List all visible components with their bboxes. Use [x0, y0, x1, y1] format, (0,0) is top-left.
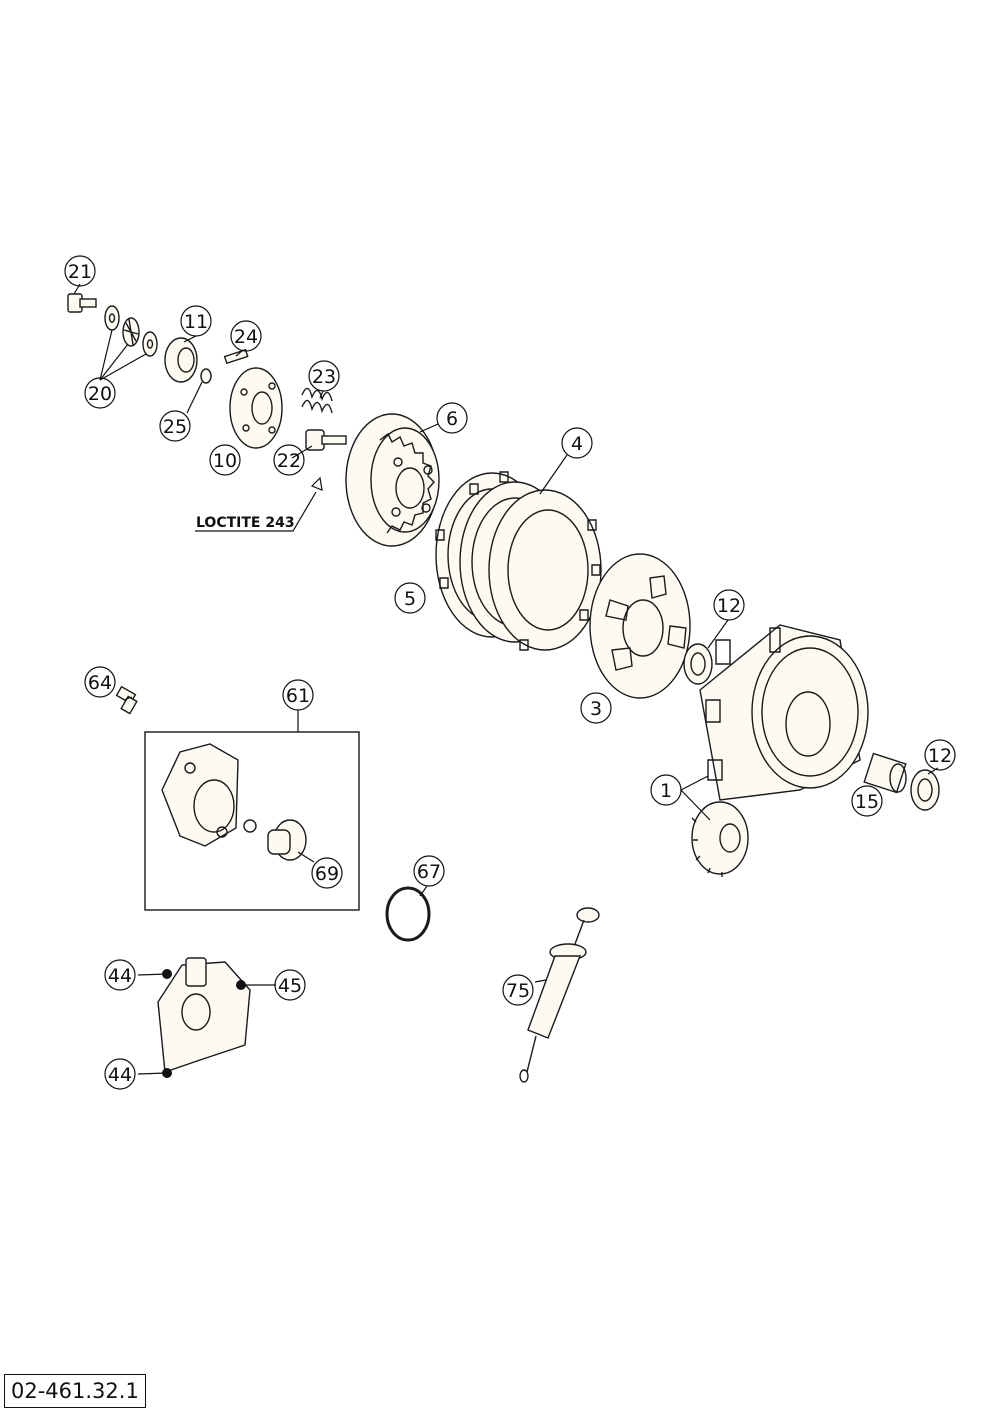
svg-text:1: 1: [660, 780, 672, 802]
part-67-o-ring: [385, 886, 431, 942]
document-number: 02-461.32.1: [4, 1374, 146, 1408]
callout-15: 15: [851, 785, 883, 817]
callout-67: 67: [413, 855, 445, 887]
callout-61: 61: [282, 679, 314, 711]
part-61-slave-cylinder: [144, 731, 360, 911]
svg-text:64: 64: [88, 672, 112, 694]
loctite-note: LOCTITE 243: [196, 515, 295, 531]
part-12-washer-a: [683, 643, 713, 685]
svg-text:6: 6: [446, 408, 458, 430]
part-1-primary-gear: [691, 801, 749, 877]
callout-23: 23: [308, 360, 340, 392]
svg-text:5: 5: [404, 588, 416, 610]
part-22-bolt: [305, 429, 347, 451]
callout-44-upper: 44: [104, 959, 136, 991]
callout-21: 21: [64, 255, 96, 287]
svg-text:25: 25: [163, 416, 187, 438]
part-3-pressure-plate: [589, 553, 691, 699]
svg-text:75: 75: [506, 980, 530, 1002]
callout-24: 24: [230, 320, 262, 352]
callout-45: 45: [274, 969, 306, 1001]
part-1-clutch-basket: [699, 624, 869, 801]
part-15-bushing: [863, 752, 907, 794]
callout-64: 64: [84, 666, 116, 698]
svg-text:24: 24: [234, 326, 258, 348]
svg-text:15: 15: [855, 791, 879, 813]
callout-11: 11: [180, 305, 212, 337]
part-4-5-clutch-plates: [435, 471, 602, 651]
callout-1: 1: [650, 774, 682, 806]
part-10-plate: [229, 367, 283, 449]
svg-text:10: 10: [213, 450, 237, 472]
callout-25: 25: [159, 410, 191, 442]
svg-text:11: 11: [184, 311, 208, 333]
callout-75: 75: [502, 974, 534, 1006]
part-12-washer-b: [910, 769, 940, 811]
svg-text:44: 44: [108, 1064, 132, 1086]
svg-text:22: 22: [277, 450, 301, 472]
svg-text:4: 4: [571, 433, 583, 455]
svg-text:67: 67: [417, 861, 441, 883]
part-24-screw: [223, 348, 249, 365]
svg-text:23: 23: [312, 366, 336, 388]
svg-text:21: 21: [68, 261, 92, 283]
svg-text:12: 12: [717, 595, 741, 617]
svg-text:61: 61: [286, 685, 310, 707]
svg-text:3: 3: [590, 698, 602, 720]
callout-5: 5: [394, 582, 426, 614]
part-75-grease-syringe: [519, 907, 600, 1083]
svg-text:44: 44: [108, 965, 132, 987]
callout-12-upper: 12: [713, 589, 745, 621]
part-11-retainer: [164, 337, 198, 383]
part-64-bleeder: [115, 685, 138, 715]
part-44-45-cover: [157, 957, 251, 1078]
callout-4: 4: [561, 427, 593, 459]
callout-44-lower: 44: [104, 1058, 136, 1090]
callout-12-lower: 12: [924, 739, 956, 771]
part-25-nut: [200, 368, 212, 384]
callout-6: 6: [436, 402, 468, 434]
svg-text:20: 20: [88, 383, 112, 405]
callout-69: 69: [311, 857, 343, 889]
svg-text:12: 12: [928, 745, 952, 767]
callout-20: 20: [84, 377, 116, 409]
leader-lines: [73, 283, 939, 1075]
part-20-washers: [104, 305, 158, 357]
part-6-inner-hub: [345, 413, 440, 547]
svg-text:69: 69: [315, 863, 339, 885]
callout-10: 10: [209, 444, 241, 476]
callout-3: 3: [580, 692, 612, 724]
part-23-springs: [301, 387, 333, 414]
svg-text:45: 45: [278, 975, 302, 997]
part-21-bolt: [67, 293, 97, 313]
callout-22: 22: [273, 444, 305, 476]
